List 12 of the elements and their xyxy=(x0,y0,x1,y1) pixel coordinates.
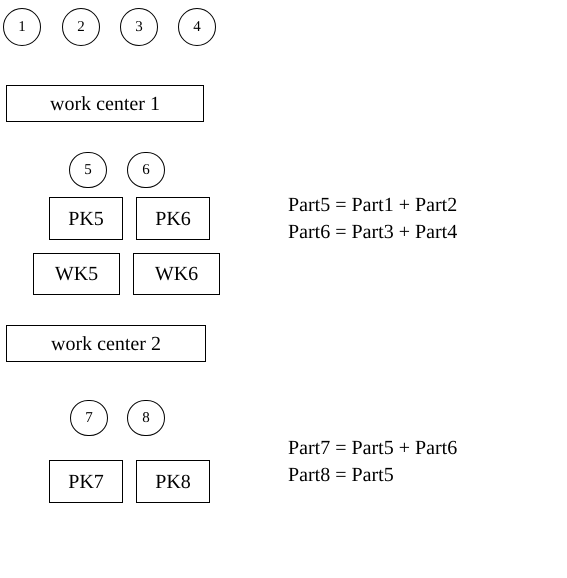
process-box: PK7 xyxy=(49,460,123,503)
process-box: WK6 xyxy=(133,253,220,295)
process-box: work center 1 xyxy=(6,85,204,122)
process-box: PK6 xyxy=(136,197,210,240)
formula-text: Part6 = Part3 + Part4 xyxy=(288,220,458,244)
process-box: PK8 xyxy=(136,460,210,503)
formula-text: Part8 = Part5 xyxy=(288,463,394,487)
formula-text: Part7 = Part5 + Part6 xyxy=(288,436,458,460)
formula-text: Part5 = Part1 + Part2 xyxy=(288,193,458,217)
process-box: work center 2 xyxy=(6,325,206,362)
process-box: WK5 xyxy=(33,253,120,295)
process-box: PK5 xyxy=(49,197,123,240)
